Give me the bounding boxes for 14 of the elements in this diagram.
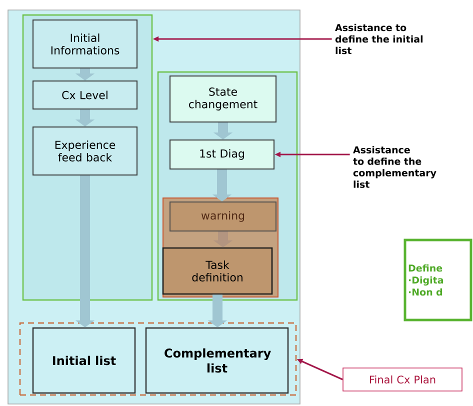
definition-box: Define ·Digita ·Non d — [404, 238, 472, 322]
plan-label-box: Final Cx Plan — [342, 368, 462, 392]
process-box: Cx Level — [32, 80, 138, 110]
list-box: Complementary list — [145, 327, 289, 394]
annotation-text: Assistance to define the initial list — [335, 24, 423, 54]
process-box: Initial Informations — [32, 20, 138, 68]
process-box: Task definition — [162, 247, 273, 295]
dashed-frame — [19, 322, 297, 396]
process-box: State changement — [170, 76, 276, 122]
process-box: 1st Diag — [170, 139, 274, 170]
annotation-text: Assistance to define the complementary list — [353, 146, 436, 188]
process-box: warning — [170, 201, 276, 232]
process-box: Experience feed back — [32, 126, 138, 176]
list-box: Initial list — [32, 327, 136, 394]
